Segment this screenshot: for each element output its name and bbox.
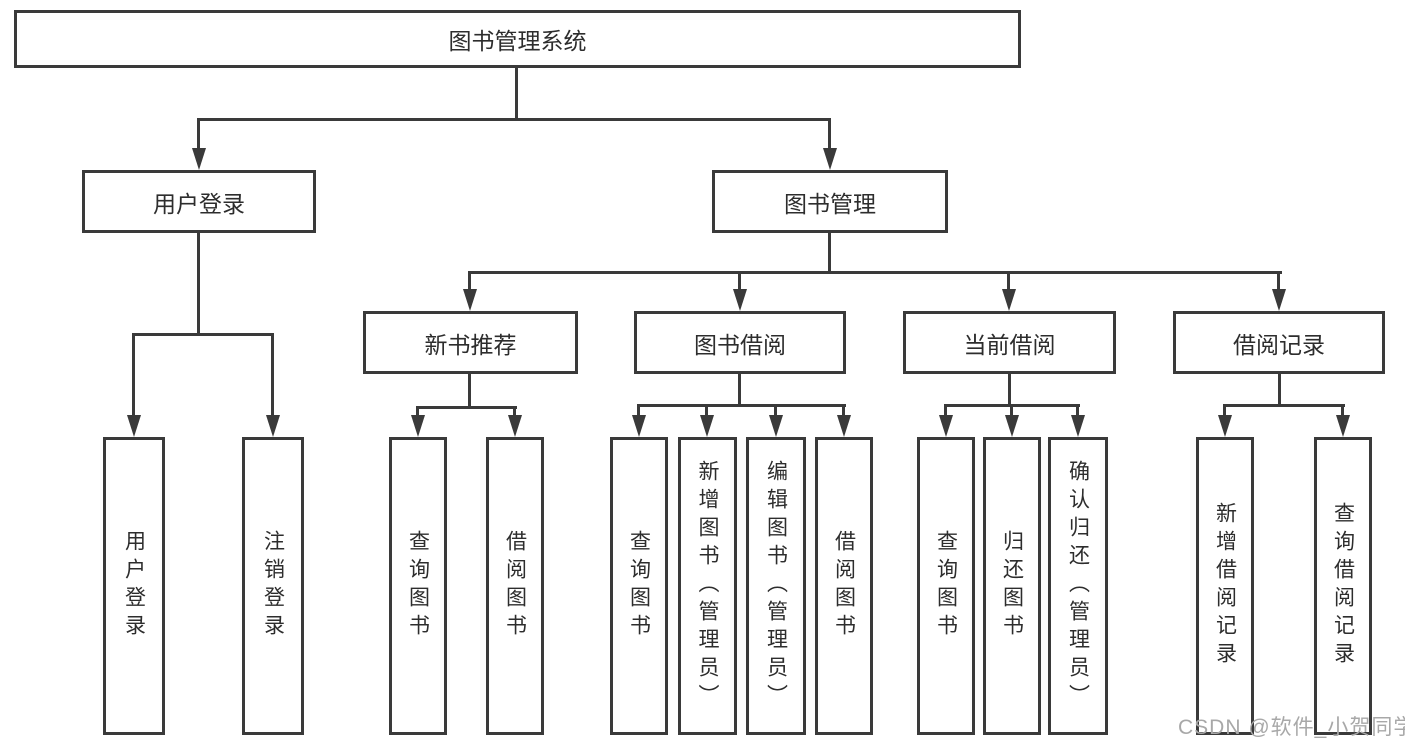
- connector-line: [513, 406, 516, 416]
- node-label: 新增图书（管理员）: [696, 460, 719, 712]
- node-label: 查询图书: [406, 530, 430, 642]
- node-label: 用户登录: [153, 190, 245, 217]
- leaf-nbr-borrow-books: 借阅图书: [486, 437, 544, 735]
- node-label: 编辑图书（管理员）: [764, 460, 788, 712]
- connector-line: [1341, 404, 1344, 416]
- connector-line: [271, 333, 274, 415]
- node-label: 查询借阅记录: [1331, 502, 1355, 670]
- node-label: 查询图书: [934, 530, 958, 642]
- node-new-book-recommendation: 新书推荐: [363, 311, 578, 374]
- connector-line: [1010, 404, 1013, 416]
- node-label: 图书借阅: [694, 331, 786, 358]
- connector-line: [828, 118, 831, 150]
- arrow-down-icon: [127, 415, 141, 437]
- leaf-cb-return-books: 归还图书: [983, 437, 1041, 735]
- node-library-management-system: 图书管理系统: [14, 10, 1021, 68]
- node-label: 查询图书: [627, 530, 651, 642]
- node-borrowing-records: 借阅记录: [1173, 311, 1385, 374]
- node-label: 新增借阅记录: [1213, 502, 1237, 670]
- leaf-cb-query-books: 查询图书: [917, 437, 975, 735]
- arrow-down-icon: [508, 415, 522, 437]
- connector-line: [828, 233, 831, 273]
- leaf-bb-borrow-books: 借阅图书: [815, 437, 873, 735]
- watermark-csdn: CSDN @软件_小贺同学: [1178, 716, 1405, 739]
- node-label: 新书推荐: [424, 331, 517, 358]
- arrow-down-icon: [1272, 289, 1286, 311]
- node-label: 图书管理: [784, 190, 876, 217]
- arrow-down-icon: [837, 415, 851, 437]
- connector-line: [637, 404, 846, 407]
- connector-line: [1076, 404, 1079, 416]
- leaf-bb-add-books-admin: 新增图书（管理员）: [678, 437, 737, 735]
- leaf-user-login: 用户登录: [103, 437, 165, 735]
- connector-line: [197, 118, 200, 150]
- arrow-down-icon: [463, 289, 477, 311]
- connector-line: [705, 404, 708, 416]
- leaf-nbr-query-books: 查询图书: [389, 437, 447, 735]
- arrow-down-icon: [1336, 415, 1350, 437]
- arrow-down-icon: [769, 415, 783, 437]
- arrow-down-icon: [1071, 415, 1085, 437]
- arrow-down-icon: [192, 148, 206, 170]
- arrow-down-icon: [939, 415, 953, 437]
- connector-line: [468, 374, 471, 408]
- node-label: 借阅图书: [832, 530, 856, 642]
- connector-line: [842, 404, 845, 416]
- arrow-down-icon: [1002, 289, 1016, 311]
- node-current-borrowing: 当前借阅: [903, 311, 1116, 374]
- connector-line: [1008, 374, 1011, 406]
- node-book-borrowing: 图书借阅: [634, 311, 846, 374]
- leaf-bb-query-books: 查询图书: [610, 437, 668, 735]
- connector-line: [738, 374, 741, 406]
- arrow-down-icon: [700, 415, 714, 437]
- leaf-cb-confirm-return-admin: 确认归还（管理员）: [1048, 437, 1108, 735]
- node-user-login: 用户登录: [82, 170, 316, 233]
- node-label: 借阅记录: [1233, 331, 1325, 358]
- connector-line: [774, 404, 777, 416]
- leaf-br-query-borrow-record: 查询借阅记录: [1314, 437, 1372, 735]
- connector-line: [738, 271, 741, 289]
- arrow-down-icon: [1218, 415, 1232, 437]
- leaf-logout: 注销登录: [242, 437, 304, 735]
- connector-line: [1278, 374, 1281, 406]
- connector-line: [1277, 271, 1280, 289]
- connector-line: [197, 118, 831, 121]
- arrow-down-icon: [632, 415, 646, 437]
- node-label: 当前借阅: [963, 331, 1056, 358]
- connector-line: [637, 404, 640, 416]
- connector-line: [1223, 404, 1226, 416]
- node-label: 图书管理系统: [448, 28, 587, 54]
- arrow-down-icon: [733, 289, 747, 311]
- node-label: 归还图书: [1000, 530, 1024, 642]
- node-book-management: 图书管理: [712, 170, 948, 233]
- arrow-down-icon: [823, 148, 837, 170]
- connector-line: [132, 333, 274, 336]
- connector-line: [468, 271, 471, 289]
- arrow-down-icon: [266, 415, 280, 437]
- connector-line: [1007, 271, 1010, 289]
- arrow-down-icon: [411, 415, 425, 437]
- connector-line: [944, 404, 947, 416]
- connector-line: [416, 406, 419, 416]
- connector-line: [1223, 404, 1345, 407]
- arrow-down-icon: [1005, 415, 1019, 437]
- node-label: 借阅图书: [503, 530, 527, 642]
- node-label: 用户登录: [122, 530, 146, 642]
- node-label: 确认归还（管理员）: [1066, 460, 1090, 712]
- node-label: 注销登录: [261, 530, 285, 642]
- connector-line: [468, 271, 1282, 274]
- leaf-br-add-borrow-record: 新增借阅记录: [1196, 437, 1254, 735]
- connector-line: [515, 67, 518, 121]
- connector-line: [132, 333, 135, 415]
- connector-line: [416, 406, 517, 409]
- connector-line: [197, 233, 200, 335]
- leaf-bb-edit-books-admin: 编辑图书（管理员）: [746, 437, 806, 735]
